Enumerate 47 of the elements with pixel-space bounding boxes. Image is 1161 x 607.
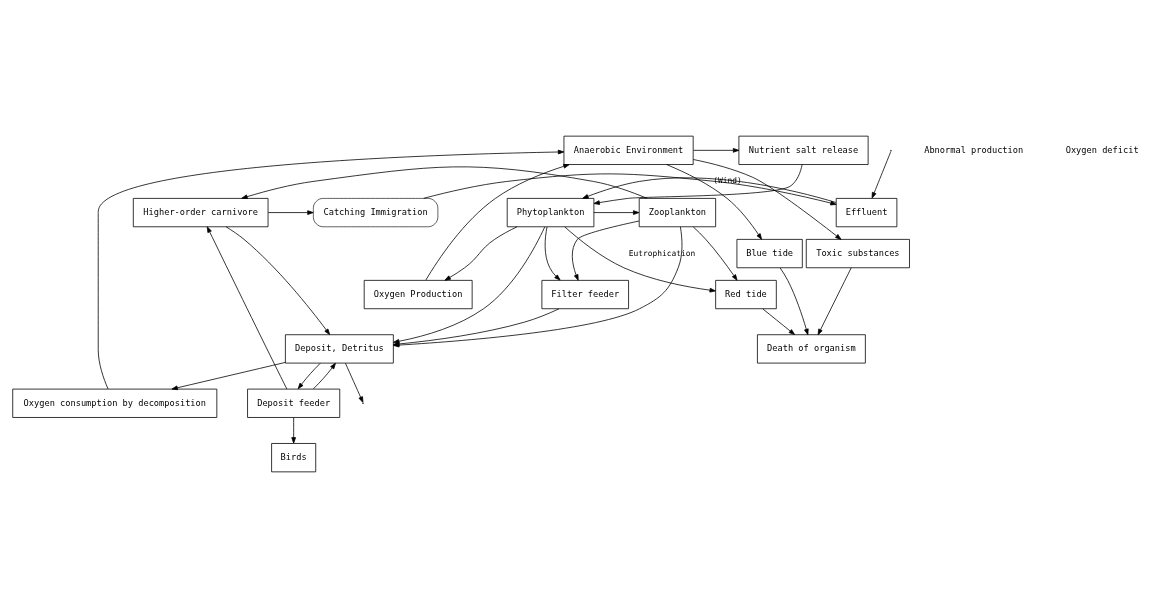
arrow: [444, 225, 518, 281]
node-box: Oxygen consumption by decomposition: [12, 388, 218, 418]
arrow: [206, 225, 288, 389]
arrow: [267, 209, 314, 215]
node-box: Deposit, Detritus: [285, 333, 394, 363]
arrow: [693, 158, 842, 240]
arrow: [871, 150, 892, 198]
node-box: Oxygen Production: [363, 279, 473, 309]
arrow: [97, 149, 565, 389]
node-box: Filter feeder: [541, 279, 629, 309]
arrow: [762, 308, 795, 335]
label: Oxygen deficit: [1065, 144, 1139, 155]
arrow: [241, 166, 648, 199]
node-box: Nutrient salt release: [738, 135, 869, 165]
arrow: [666, 163, 762, 240]
node-box: Anaerobic Environment: [563, 135, 694, 165]
arrow: [593, 163, 803, 205]
arrow: [571, 220, 640, 281]
arrow: [291, 416, 296, 444]
arrow: [593, 209, 640, 215]
node-box: Higher-order carnivore: [132, 197, 269, 227]
arrow: [692, 226, 738, 281]
node-box: Red tide: [715, 279, 777, 309]
node-box: Catching Immigration: [313, 197, 439, 227]
arrow: [393, 226, 546, 344]
node-box: Birds: [271, 442, 317, 472]
edge-label: (Wind): [713, 175, 742, 185]
node-box: Toxic substances: [805, 238, 910, 268]
node-box: Phytoplankton: [506, 197, 595, 227]
arrow: [345, 362, 364, 403]
arrow: [423, 173, 837, 205]
node-box: Blue tide: [736, 238, 803, 268]
arrow: [225, 225, 331, 335]
node-box: Death of organism: [757, 333, 866, 363]
node-box: Effluent: [835, 197, 898, 227]
arrow: [171, 361, 286, 390]
arrow: [297, 362, 321, 389]
arrow: [817, 266, 852, 335]
node-box: Deposit feeder: [247, 388, 341, 418]
arrow: [425, 163, 570, 280]
arrow: [313, 362, 336, 389]
arrow: [564, 226, 716, 292]
node-box: Zooplankton: [638, 197, 717, 227]
arrow: [544, 226, 561, 280]
arrow: [582, 176, 837, 203]
arrow: [693, 147, 740, 153]
label: Abnormal production: [924, 144, 1024, 155]
